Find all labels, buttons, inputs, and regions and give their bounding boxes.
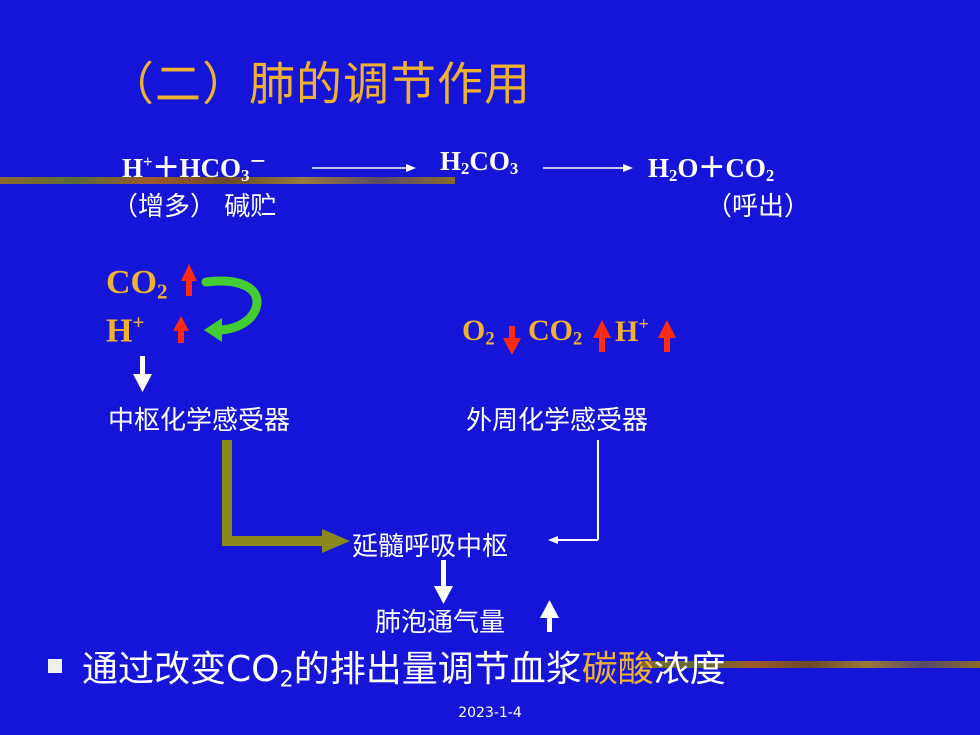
product-h: H (648, 153, 670, 183)
central-co2-text: CO (106, 264, 157, 301)
peripheral-o-sub: 2 (485, 328, 495, 350)
outcome-label: 肺泡通气量 (375, 608, 506, 638)
peripheral-co2-up-arrow-icon (593, 320, 611, 352)
intermediate-sub2: 3 (509, 159, 519, 179)
peripheral-to-medulla-arrow (548, 440, 599, 544)
intermediate-sub: 2 (461, 159, 470, 179)
medulla-center-label: 延髓呼吸中枢 (352, 532, 509, 562)
product: H2O＋CO2 (648, 146, 774, 186)
decorative-stripe-left (0, 177, 455, 184)
intermediate-h: H (440, 146, 462, 176)
central-co2-sub: 2 (157, 279, 168, 304)
reactant-minus: － (249, 151, 267, 171)
central-h-sup: + (132, 310, 145, 334)
bullet-text: 通过改变CO2的排出量调节血浆碳酸浓度 (82, 640, 726, 693)
reactant-hco: ＋HCO (152, 153, 242, 183)
peripheral-co-text: CO (528, 314, 573, 347)
product-sub2: 2 (765, 166, 775, 186)
peripheral-h-sup: + (638, 314, 649, 335)
central-h-text: H (106, 312, 133, 350)
peripheral-h-up-arrow-icon (658, 320, 676, 352)
feedback-curved-arrow-icon (201, 276, 262, 342)
bullet-square-icon (48, 659, 62, 673)
central-to-medulla-arrow (222, 440, 350, 553)
bullet-part1: 通过改变CO (82, 649, 280, 690)
reactant-sub: 3 (241, 166, 250, 186)
intermediate-co: CO (469, 146, 510, 176)
note-left: （增多） 碱贮 (112, 192, 277, 222)
central-h-up-arrow-icon (173, 316, 189, 343)
medulla-down-arrow-icon (434, 560, 453, 604)
peripheral-h: H+ (615, 314, 649, 349)
peripheral-h-text: H (615, 315, 639, 349)
reaction-arrow-1 (312, 164, 416, 172)
slide-title: （二）肺的调节作用 (108, 57, 531, 111)
footer-date: 2023-1-4 (458, 705, 522, 721)
central-co2: CO2 (106, 264, 168, 304)
peripheral-o2-down-arrow-icon (503, 326, 521, 355)
central-label: 中枢化学感受器 (108, 406, 291, 436)
peripheral-o2: O2 (462, 314, 495, 351)
reactant: H+＋HCO3－ (122, 146, 266, 186)
peripheral-co-sub: 2 (573, 328, 583, 350)
central-h: H+ (106, 310, 144, 351)
reactant-plus-sign: + (143, 151, 153, 171)
reaction-arrow-2 (543, 164, 633, 172)
bullet-highlight: 碳酸 (581, 649, 654, 690)
decorative-stripe-right (640, 661, 980, 668)
product-sub: 2 (669, 166, 678, 186)
product-o: O＋CO (677, 153, 766, 183)
note-right: （呼出） (706, 192, 811, 222)
reactant-h: H (122, 153, 144, 183)
bullet-sub: 2 (279, 666, 294, 693)
peripheral-co2: CO2 (528, 314, 582, 351)
bullet-part2: 的排出量调节血浆 (293, 649, 582, 690)
central-down-arrow-icon (133, 356, 152, 392)
ventilation-up-arrow-icon (540, 600, 559, 632)
bullet-part3: 浓度 (653, 649, 726, 690)
central-co2-up-arrow-icon (181, 264, 197, 296)
intermediate: H2CO3 (440, 146, 518, 179)
peripheral-o-text: O (462, 314, 486, 347)
peripheral-label: 外周化学感受器 (466, 406, 649, 436)
